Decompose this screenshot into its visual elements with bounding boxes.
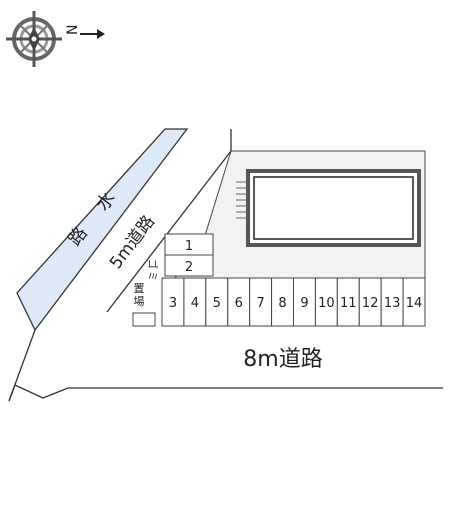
bike-parking-box [132, 312, 156, 327]
garbage-label-1: ゴ [146, 259, 159, 269]
compass-rose-icon [6, 11, 62, 67]
bike-parking-label-2: 場 [134, 295, 145, 308]
building [246, 169, 421, 247]
parking-number-14: 14 [406, 296, 423, 311]
garbage-label-2: ミ [146, 271, 157, 281]
north-label: N [65, 25, 81, 35]
parking-number-9: 9 [300, 296, 308, 311]
stairs [236, 181, 248, 219]
parking-number-3: 3 [169, 296, 177, 311]
parking-number-6: 6 [235, 296, 243, 311]
parking-number-13: 13 [384, 296, 401, 311]
parking-number-10: 10 [318, 296, 335, 311]
parking-number-2: 2 [185, 260, 193, 275]
main-road-edge [8, 384, 443, 402]
parking-upper: 1 2 [164, 233, 214, 277]
main-road-label: 8m道路 [243, 347, 322, 372]
side-road-edge-right [106, 150, 232, 313]
north-arrow-icon [80, 29, 105, 39]
parking-number-5: 5 [213, 296, 221, 311]
bike-parking-label-1: 置 [134, 282, 145, 295]
parking-space-14 [402, 277, 426, 327]
parking-number-8: 8 [278, 296, 286, 311]
parking-number-12: 12 [362, 296, 379, 311]
parking-number-11: 11 [340, 296, 357, 311]
parking-number-1: 1 [185, 239, 193, 254]
parking-number-7: 7 [256, 296, 264, 311]
parking-number-4: 4 [191, 296, 199, 311]
parking-space-2 [164, 254, 214, 277]
